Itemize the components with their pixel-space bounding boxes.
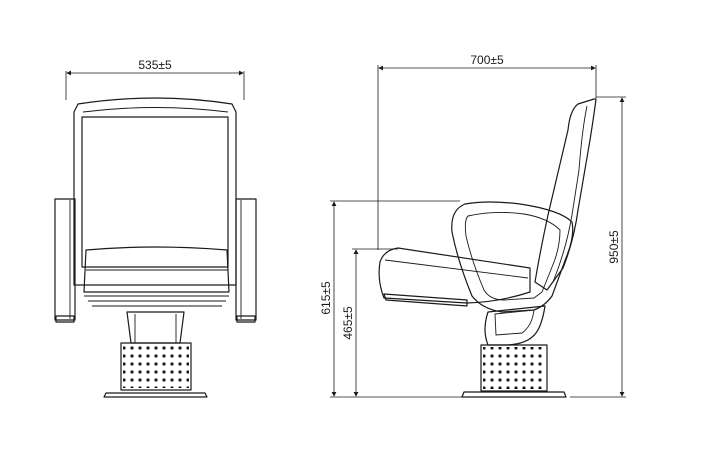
side-height-dimension: 950±5 <box>570 96 626 398</box>
armrest-height-dimension: 615±5 <box>319 200 480 398</box>
side-depth-label: 700±5 <box>470 53 504 67</box>
side-depth-dimension: 700±5 <box>377 53 597 250</box>
front-backrest <box>73 97 237 286</box>
front-left-armrest <box>54 198 76 323</box>
side-seat <box>378 247 531 307</box>
side-column <box>484 305 546 346</box>
seat-height-label: 465±5 <box>341 306 355 340</box>
front-column <box>126 311 185 344</box>
side-base <box>461 344 567 398</box>
armrest-height-label: 615±5 <box>319 281 333 315</box>
front-seat <box>83 246 230 307</box>
front-width-dimension: 535±5 <box>65 58 245 100</box>
side-armrest <box>451 201 574 313</box>
front-right-armrest <box>235 198 257 323</box>
side-view: 700±5 950±5 615±5 465±5 <box>319 53 626 398</box>
side-backrest <box>534 98 597 291</box>
front-width-label: 535±5 <box>138 58 172 72</box>
seat-height-dimension: 465±5 <box>341 248 398 397</box>
front-base <box>103 342 208 398</box>
front-view: 535±5 <box>54 58 257 398</box>
side-height-label: 950±5 <box>607 230 621 264</box>
